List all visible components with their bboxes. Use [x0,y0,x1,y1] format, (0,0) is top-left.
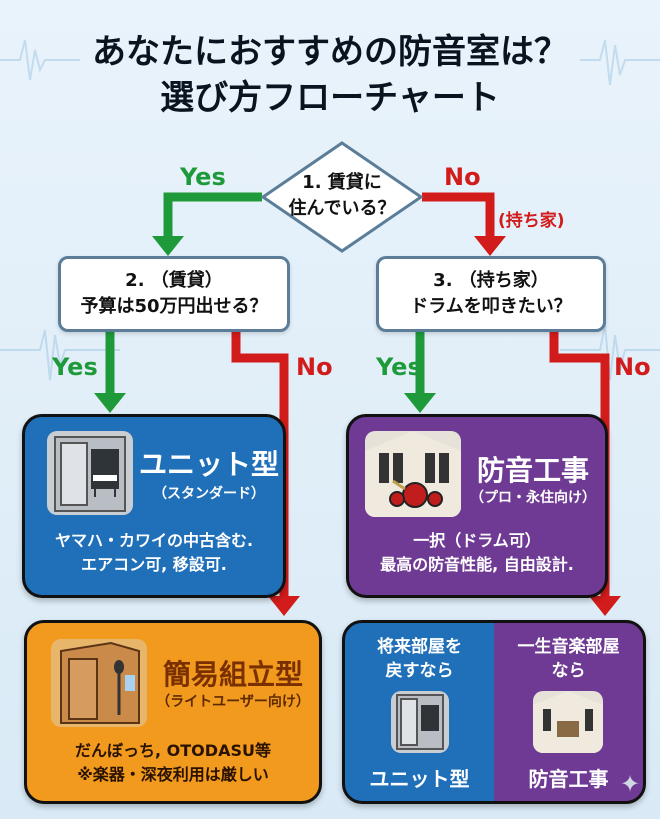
result-construction-title: 防音工事 [476,454,589,487]
q1-yes-label: Yes [180,163,226,191]
result-unit-desc: ヤマハ・カワイの中古含む. エアコン可, 移設可. [25,529,283,577]
arrowhead-q3-no [589,596,621,616]
result-unit-desc-line2: エアコン可, 移設可. [81,555,227,574]
split-studio-room-icon [533,691,603,753]
result-unit-subtitle: （スタンダード） [153,486,265,502]
question-1-diamond [260,141,424,253]
result-simple-card: 簡易組立型 （ライトユーザー向け） だんぼっち, OTODASU等 ※楽器・深夜… [24,620,322,804]
sparkle-icon: ✦ [620,770,641,798]
result-simple-subtitle: （ライトユーザー向け） [156,694,310,710]
question-3-box: 3. （持ち家） ドラムを叩きたい？ [376,256,606,332]
question-1-line1: 1. 賃貸に [302,172,382,193]
result-simple-desc-line1: だんぼっち, OTODASU等 [75,741,271,760]
arrowhead-q3-yes [404,393,436,413]
arrowhead-q2-no [268,596,300,616]
result-simple-desc-line2: ※楽器・深夜利用は厳しい [77,765,269,784]
question-1-line2: 住んでいる？ [288,198,396,219]
q3-yes-label: Yes [376,353,422,381]
split-right-text: 一生音楽部屋 なら [494,635,643,683]
studio-room-icon [365,431,461,517]
result-simple-desc: だんぼっち, OTODASU等 ※楽器・深夜利用は厳しい [27,739,319,787]
q2-no-label: No [296,353,333,381]
result-simple-title: 簡易組立型 [162,658,303,691]
question-3-line2: ドラムを叩きたい？ [410,296,572,317]
split-left-line1: 将来部屋を [377,637,462,657]
unit-booth-icon [47,431,133,515]
result-split-card: 将来部屋を 戻すなら ユニット型 一生音楽部屋 なら 防音工事 [342,620,646,804]
result-construction-desc-line2: 最高の防音性能, 自由設計. [380,555,574,574]
result-construction-subtitle: （プロ・永住向け） [470,490,596,506]
arrow-q1-no [422,192,495,238]
result-unit-title: ユニット型 [138,448,279,481]
result-unit-card: ユニット型 （スタンダード） ヤマハ・カワイの中古含む. エアコン可, 移設可. [22,414,286,598]
question-2-line2: 予算は50万円出せる？ [80,296,268,317]
result-construction-desc: 一択（ドラム可） 最高の防音性能, 自由設計. [349,529,605,577]
cardboard-booth-icon [51,639,147,727]
split-unit-booth-icon [391,691,449,753]
result-construction-desc-line1: 一択（ドラム可） [413,531,541,550]
arrowhead-q1-yes [152,236,184,256]
question-1-text: 1. 賃貸に 住んでいる？ [260,170,424,222]
q2-yes-label: Yes [52,353,98,381]
result-construction-card: 防音工事 （プロ・永住向け） 一択（ドラム可） 最高の防音性能, 自由設計. [346,414,608,598]
arrowhead-q2-yes [94,393,126,413]
question-2-line1: 2. （賃貸） [125,270,223,291]
split-left-text: 将来部屋を 戻すなら [345,635,494,683]
question-2-box: 2. （賃貸） 予算は50万円出せる？ [58,256,290,332]
q3-no-label: No [614,353,651,381]
page-title-line2: 選び方フローチャート [160,78,500,118]
q1-no-label: No [444,163,481,191]
question-3-line1: 3. （持ち家） [433,270,549,291]
page-title-line1: あなたにおすすめの防音室は？ [92,32,568,72]
split-right-title: 防音工事 [528,767,609,791]
split-right-line1: 一生音楽部屋 [517,637,620,657]
split-left-line2: 戻すなら [385,661,454,681]
q1-no-note: (持ち家) [498,211,565,231]
split-left-title: ユニット型 [369,767,470,791]
arrowhead-q1-no [474,236,506,256]
arrow-q1-yes [163,192,262,238]
result-unit-desc-line1: ヤマハ・カワイの中古含む. [54,531,254,550]
split-right-line2: なら [551,661,586,681]
